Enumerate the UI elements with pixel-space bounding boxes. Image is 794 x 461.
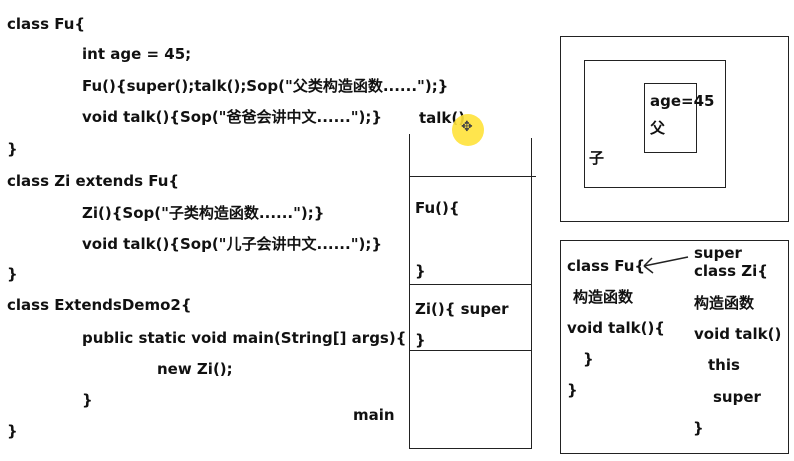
cursor-highlight	[452, 114, 484, 146]
stack-divider-talk	[409, 176, 536, 177]
summary-zi-close: }	[693, 419, 704, 437]
move-cursor-icon: ✥	[461, 119, 473, 135]
heap-age-field: age=45	[650, 92, 715, 110]
summary-this-keyword: this	[708, 356, 740, 374]
code-fu-talk: void talk(){Sop("爸爸会讲中文......");}	[82, 108, 383, 126]
code-fu-ctor: Fu(){super();talk();Sop("父类构造函数......");…	[82, 77, 449, 95]
stack-fu-frame-close: }	[415, 262, 426, 280]
summary-fu-ctor: 构造函数	[573, 288, 634, 306]
summary-zi-class: class Zi{	[694, 262, 768, 280]
heap-region	[560, 36, 789, 222]
stack-right-wall	[531, 138, 532, 449]
super-arrow-icon	[643, 256, 689, 274]
code-new-zi: new Zi();	[157, 360, 233, 378]
heap-fu-label: 父	[650, 119, 666, 137]
code-main-close: }	[82, 391, 93, 409]
stack-bottom	[409, 448, 531, 449]
summary-fu-talk: void talk(){	[567, 319, 665, 337]
code-zi-close: }	[7, 265, 18, 283]
summary-frame	[560, 240, 789, 454]
summary-fu-talk-close: }	[583, 350, 594, 368]
code-zi-class: class Zi extends Fu{	[7, 172, 180, 190]
code-fu-close: }	[7, 140, 18, 158]
stack-divider-zi	[409, 350, 531, 351]
zi-object-box	[584, 60, 726, 188]
fu-part-box	[644, 83, 697, 153]
summary-super-keyword: super	[713, 388, 761, 406]
summary-super-note: super	[694, 244, 742, 262]
stack-zi-frame-close: }	[415, 331, 426, 349]
stack-main-label: main	[353, 406, 395, 424]
code-fu-class: class Fu{	[7, 15, 86, 33]
stack-divider-fu	[409, 284, 531, 285]
code-demo-close: }	[7, 422, 18, 440]
code-zi-ctor: Zi(){Sop("子类构造函数......");}	[82, 204, 325, 222]
stack-left-wall	[409, 134, 410, 449]
code-fu-age: int age = 45;	[82, 45, 192, 63]
summary-fu-close: }	[567, 381, 578, 399]
stack-fu-frame-open: Fu(){	[415, 199, 460, 217]
summary-fu-class: class Fu{	[567, 257, 646, 275]
heap-zi-label: 子	[589, 149, 605, 167]
summary-zi-ctor: 构造函数	[694, 294, 755, 312]
code-main-signature: public static void main(String[] args){	[82, 329, 407, 347]
summary-zi-talk: void talk()	[694, 325, 782, 343]
code-zi-talk: void talk(){Sop("儿子会讲中文......");}	[82, 235, 383, 253]
stack-zi-frame-open: Zi(){ super	[415, 300, 509, 318]
code-demo-class: class ExtendsDemo2{	[7, 296, 192, 314]
